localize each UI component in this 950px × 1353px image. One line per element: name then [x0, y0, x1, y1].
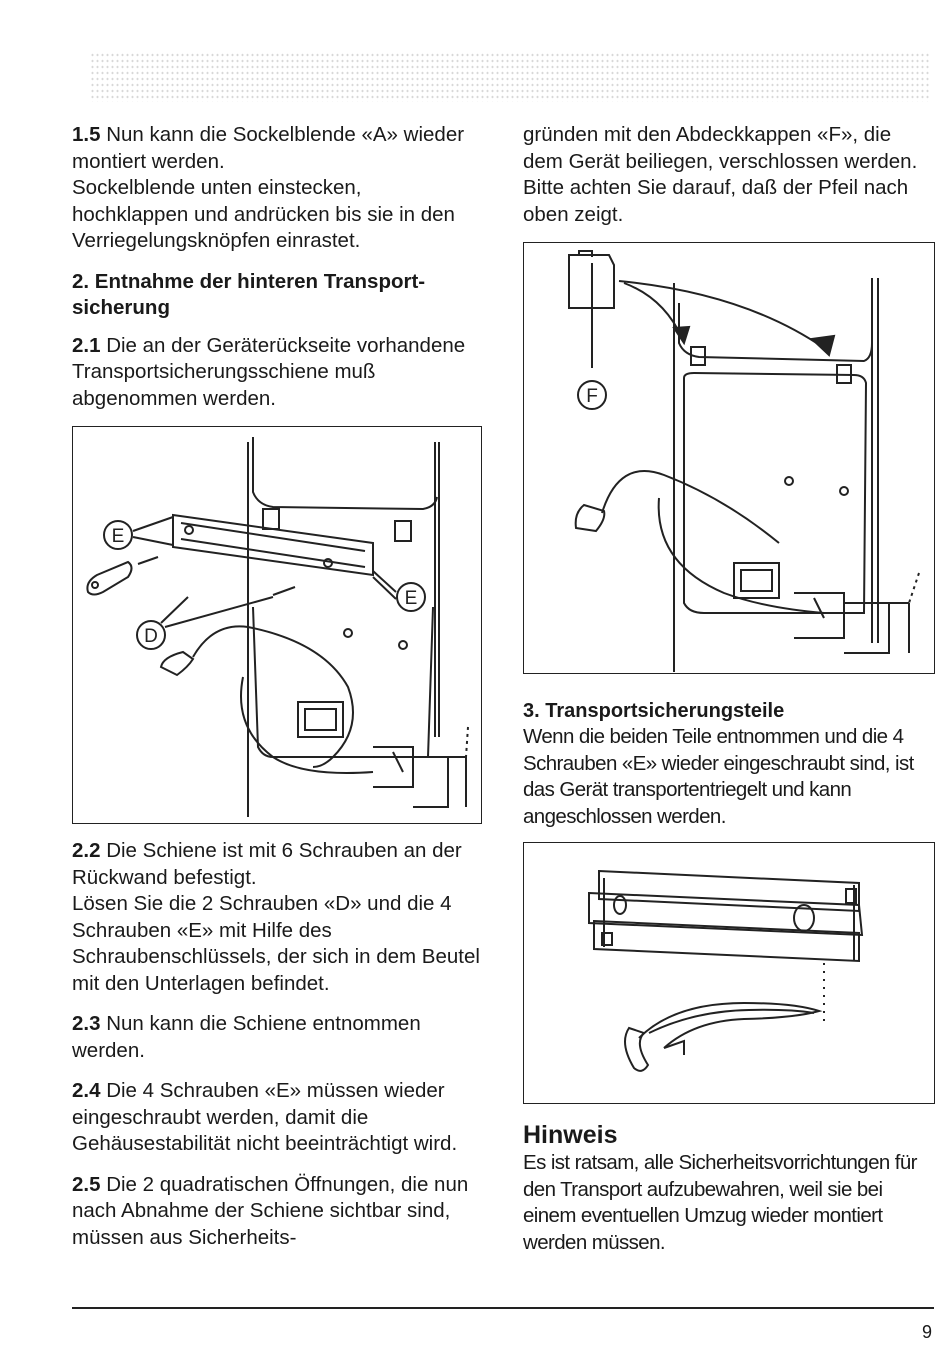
paragraph-1-5: 1.5 Nun kann die Sockelblende «A» wieder…	[72, 123, 465, 252]
paragraph-2-2: 2.2 Die Schiene ist mit 6 Schrauben an d…	[72, 839, 480, 995]
label-d: D	[144, 626, 158, 647]
paragraph-continued: gründen mit den Abdeckkappen «F», die de…	[523, 123, 918, 226]
left-column: 1.5 Nun kann die Sockelblende «A» wieder…	[72, 122, 482, 1265]
label-e-1: E	[112, 526, 125, 547]
paragraph-2-1: 2.1 Die an der Geräterückseite vor­hande…	[72, 333, 466, 410]
label-f: F	[586, 386, 598, 407]
label-e-2: E	[405, 588, 418, 609]
section-heading-3: 3. Transportsicherungsteile	[523, 700, 785, 722]
paragraph-2-4: 2.4 Die 4 Schrauben «E» müssen wieder ei…	[72, 1079, 458, 1155]
figure-cover-caps: F	[523, 242, 935, 674]
footer-rule	[72, 1307, 934, 1309]
right-column: gründen mit den Abdeckkappen «F», die de…	[523, 122, 935, 1270]
page-number: 9	[921, 1322, 932, 1342]
figure-transport-parts	[523, 842, 935, 1104]
figure-rail-removal: E E D	[72, 426, 482, 824]
hint-title: Hinweis	[523, 1121, 618, 1149]
scan-noise	[90, 52, 930, 102]
paragraph-3: Wenn die beiden Teile entnommen und die …	[523, 725, 914, 828]
paragraph-2-3: 2.3 Nun kann die Schiene entnommen werde…	[72, 1012, 421, 1062]
hint-text: Es ist ratsam, alle Sicherheitsvorrichtu…	[523, 1151, 918, 1254]
paragraph-2-5: 2.5 Die 2 quadratischen Öffnungen, die n…	[72, 1172, 469, 1249]
section-heading-2: 2. Entnahme der hinteren Transport­siche…	[72, 269, 426, 319]
